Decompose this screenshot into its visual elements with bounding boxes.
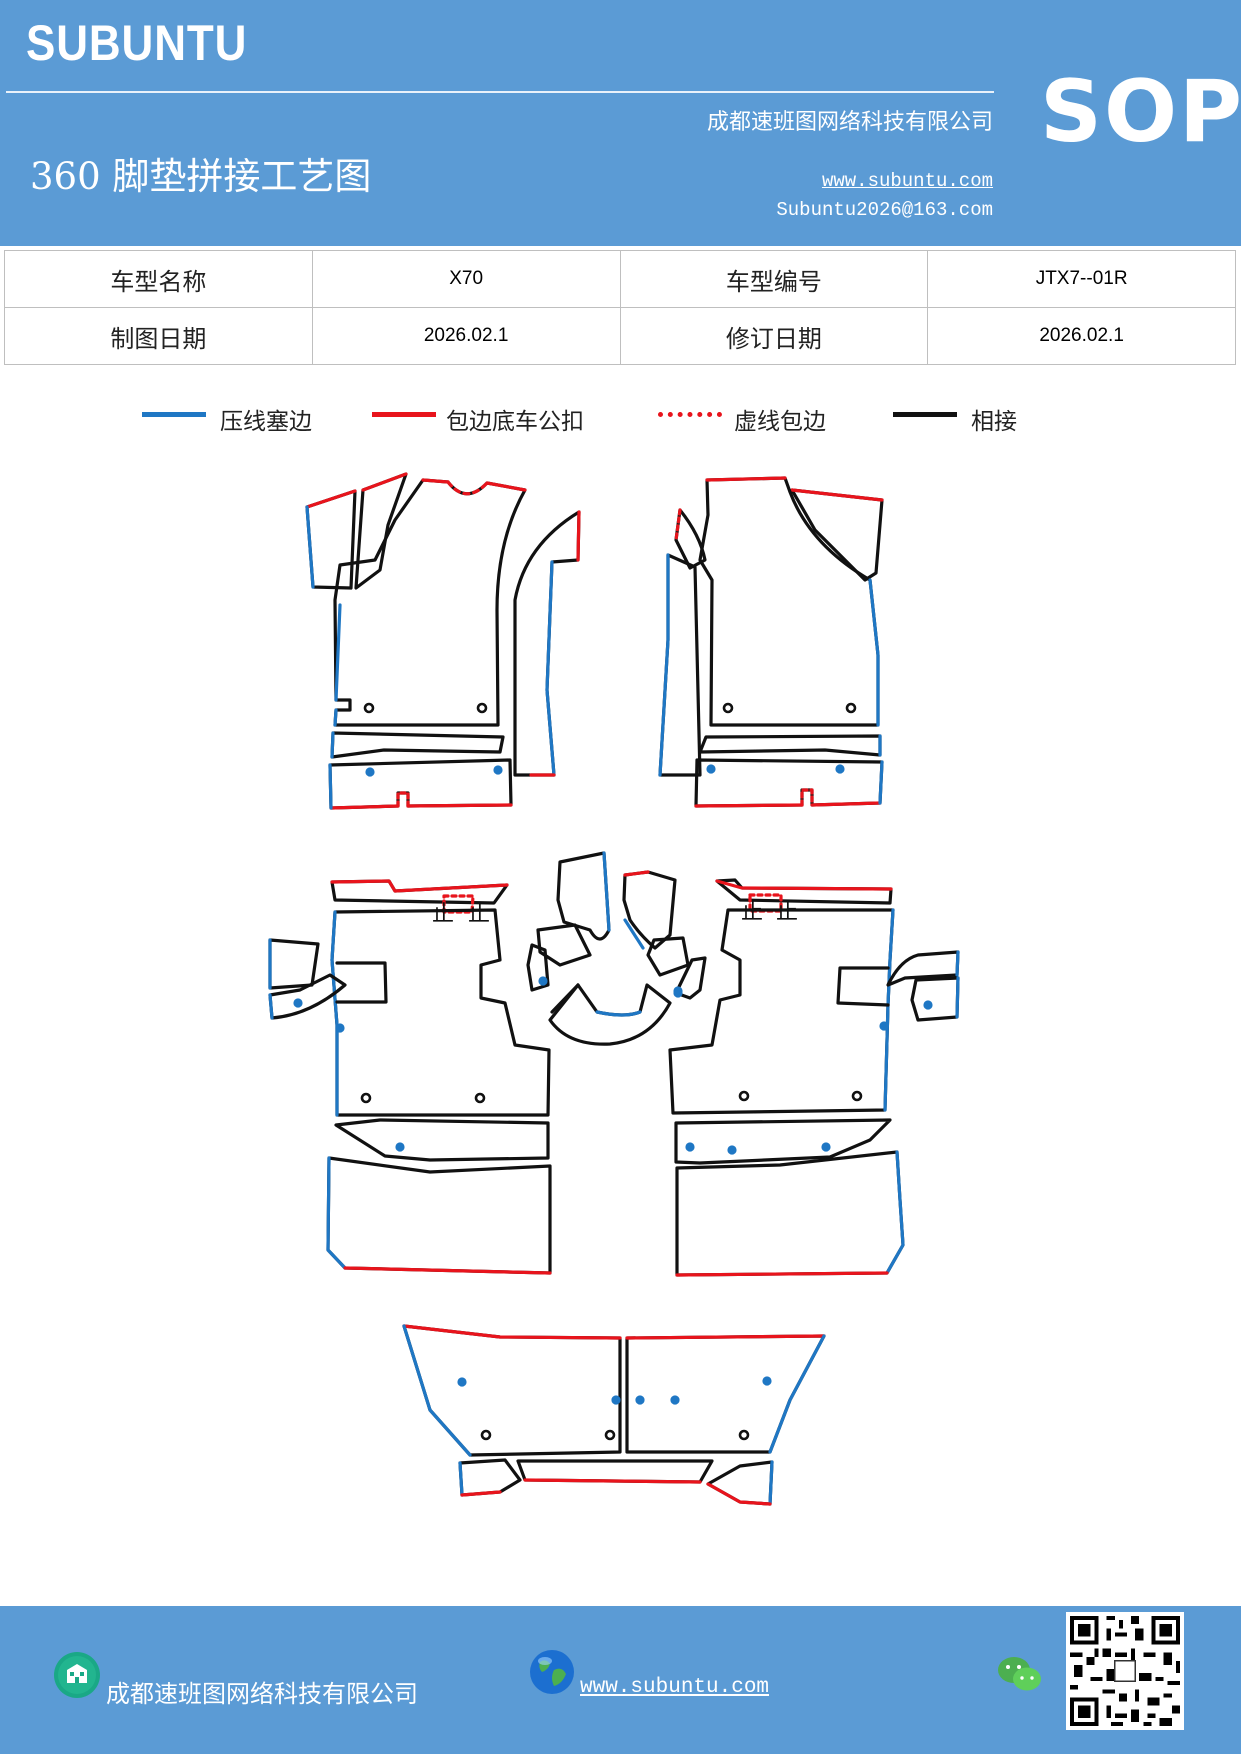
stop-mark: 止 (776, 900, 798, 925)
brand-logo: SUBUNTU (26, 15, 248, 71)
stop-mark: 止 (432, 902, 454, 927)
legend-swatch-blue (142, 412, 206, 417)
wechat-icon (998, 1657, 1041, 1691)
footer-website-link[interactable]: www.subuntu.com (580, 1676, 770, 1699)
globe-icon (530, 1650, 574, 1694)
stop-mark: 止 (741, 900, 763, 925)
center-console-mat (526, 851, 707, 1046)
legend-swatch-dotted (658, 412, 722, 417)
rear-mat (402, 1324, 826, 1506)
front-right-mat (658, 476, 884, 808)
middle-right-mat (668, 878, 960, 1277)
page-header: SUBUNTU SOP 360 脚垫拼接工艺图 成都速班图网络科技有限公司 ww… (0, 0, 1241, 246)
header-email: Subuntu2026@163.com (776, 199, 993, 221)
qr-code (1066, 1612, 1184, 1730)
stop-mark: 止 (468, 902, 490, 927)
building-icon (54, 1652, 100, 1698)
front-left-mat (305, 472, 581, 810)
header-website-link[interactable]: www.subuntu.com (821, 170, 993, 192)
legend-label: 虚线包边 (734, 409, 826, 435)
legend-swatch-red (372, 412, 436, 417)
legend-swatch-black (893, 412, 957, 417)
document-title: 360 脚垫拼接工艺图 (30, 155, 372, 198)
table-cell-value: JTX7--01R (927, 250, 1236, 308)
vehicle-info-table: 车型名称 X70 车型编号 JTX7--01R 制图日期 2026.02.1 修… (4, 250, 1236, 365)
footer-company: 成都速班图网络科技有限公司 (106, 1680, 418, 1708)
table-cell-label: 车型名称 (4, 250, 313, 308)
table-cell-value: 2026.02.1 (311, 307, 621, 365)
table-cell-label: 车型编号 (619, 250, 929, 308)
legend-label: 相接 (971, 409, 1017, 435)
sop-badge: SOP (1040, 62, 1241, 162)
table-cell-value: 2026.02.1 (927, 307, 1236, 365)
header-divider (6, 91, 994, 93)
table-cell-label: 制图日期 (4, 307, 313, 365)
page-footer: 成都速班图网络科技有限公司 www.subuntu.com (0, 1606, 1241, 1754)
table-row: 制图日期 2026.02.1 修订日期 2026.02.1 (4, 307, 1236, 365)
middle-left-mat (268, 879, 552, 1275)
table-cell-label: 修订日期 (619, 307, 929, 365)
legend-label: 包边底车公扣 (446, 409, 584, 435)
header-company: 成都速班图网络科技有限公司 (706, 110, 993, 135)
table-row: 车型名称 X70 车型编号 JTX7--01R (4, 250, 1236, 308)
legend-label: 压线塞边 (220, 409, 312, 435)
table-cell-value: X70 (311, 250, 621, 308)
